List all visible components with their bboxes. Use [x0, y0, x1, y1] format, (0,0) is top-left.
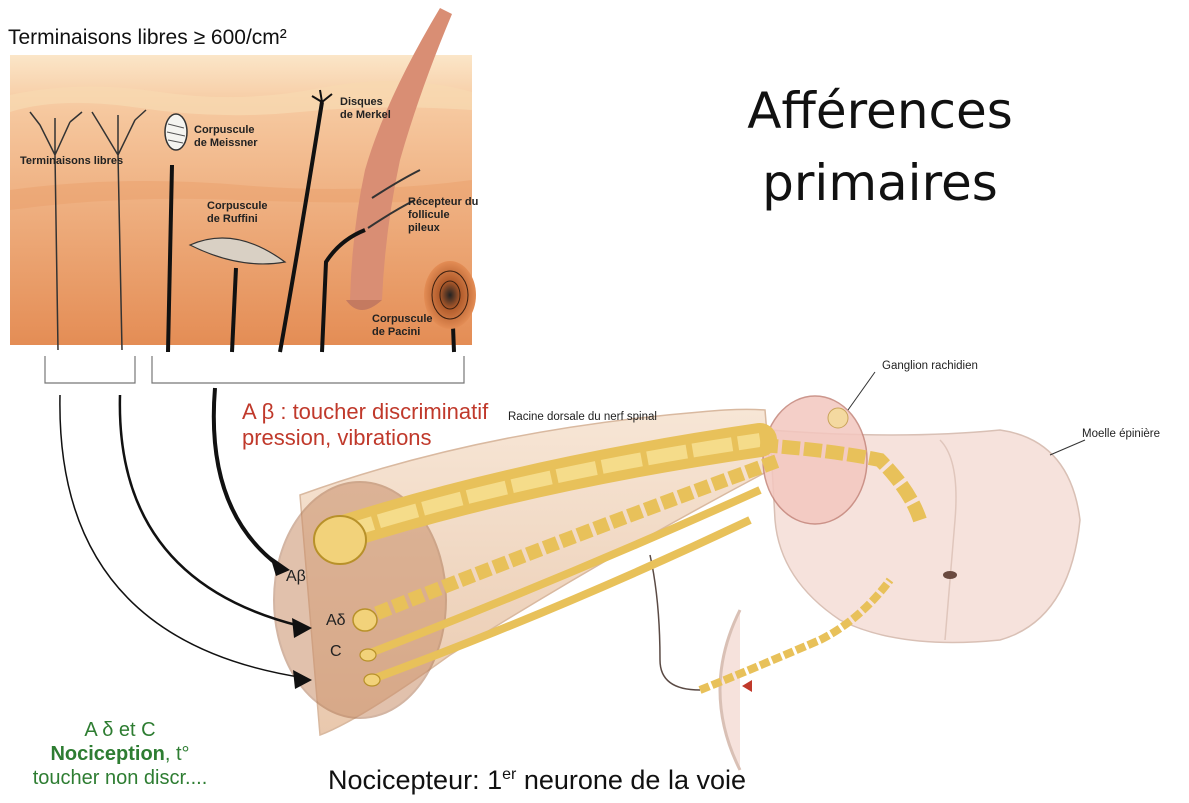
bottom-caption: Nocicepteur: 1er neurone de la voie	[328, 765, 746, 796]
label-fiber-adelta: Aδ	[326, 612, 346, 630]
abeta-caption-line-1: A β : toucher discriminatif	[242, 399, 488, 425]
label-fiber-c: C	[330, 643, 342, 661]
label-meissner: Corpuscule de Meissner	[194, 124, 264, 150]
label-merkel: Disques de Merkel	[340, 96, 396, 122]
label-dorsal-root: Racine dorsale du nerf spinal	[508, 411, 657, 423]
noci-line-2: Nociception, t°	[0, 742, 240, 766]
abeta-caption: A β : toucher discriminatif pression, vi…	[242, 399, 488, 451]
label-pacini: Corpuscule de Pacini	[372, 313, 434, 339]
bottom-caption-sup: er	[502, 766, 516, 783]
bracket-free-endings	[45, 356, 135, 383]
nociception-caption: A δ et C Nociception, t° toucher non dis…	[0, 718, 240, 790]
noci-rest: , t°	[165, 743, 190, 765]
noci-line-1: A δ et C	[0, 718, 240, 742]
bottom-caption-before: Nocicepteur: 1	[328, 765, 502, 795]
bottom-caption-after: neurone de la voie	[516, 765, 746, 795]
skin-diagram	[10, 8, 476, 352]
slide-title: Afférences primaires	[700, 75, 1060, 219]
label-ruffini: Corpuscule de Ruffini	[207, 200, 275, 226]
label-fiber-abeta: Aβ	[286, 568, 306, 586]
skin-caption: Terminaisons libres ≥ 600/cm²	[8, 26, 287, 50]
title-line-2: primaires	[700, 147, 1060, 219]
noci-line-3: toucher non discr....	[0, 766, 240, 790]
noci-bold: Nociception	[50, 743, 164, 765]
label-follicle: Récepteur du follicule pileux	[408, 196, 480, 235]
label-free-endings: Terminaisons libres	[20, 155, 123, 168]
abeta-caption-line-2: pression, vibrations	[242, 425, 488, 451]
bracket-abeta	[152, 356, 464, 383]
title-line-1: Afférences	[700, 75, 1060, 147]
label-ganglion: Ganglion rachidien	[882, 360, 978, 372]
label-spinal-cord: Moelle épinière	[1082, 428, 1160, 440]
